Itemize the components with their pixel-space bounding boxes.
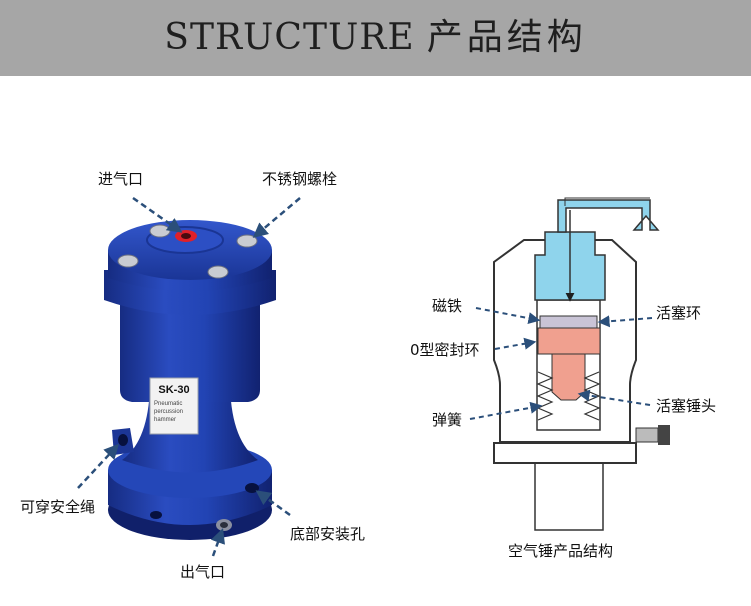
label-oring: 0型密封环 [410,341,480,359]
callout-bolts [252,197,301,238]
section-base [493,442,637,464]
bolt-head [236,234,258,248]
product-subtext-2: percussion [154,409,183,415]
outlet-hole-inner [220,522,228,528]
side-fitting [635,427,659,443]
label-piston-ring: 活塞环 [656,304,702,322]
callout-oring [494,337,537,350]
section-callouts [469,307,653,420]
mount-hole [245,483,259,493]
product-label [149,377,199,435]
bolt-head [207,265,229,279]
label-bolts: 不锈钢螺栓 [262,170,338,188]
label-rope: 可穿安全绳 [20,498,96,516]
callout-magnet [475,307,541,325]
label-spring: 弹簧 [432,411,463,429]
product-callouts [77,196,301,557]
label-outlet: 出气口 [180,563,226,581]
inlet-port-hole [181,233,191,239]
header-bar [0,0,751,76]
spring-right [583,371,601,421]
callout-outlet [210,528,225,557]
bolt-head [149,224,171,238]
side-fitting-nut [658,425,670,445]
diagram-caption: 空气锤产品结构 [508,542,614,560]
inlet-pipe [557,199,660,233]
callout-mount [255,490,291,517]
label-hammer-head: 活塞锤头 [656,397,717,415]
air-hammer-product: SK-30 Pneumatic percussion hammer [104,220,276,540]
section-stem [534,461,604,531]
bolt-heads [117,224,258,279]
product-subtext-1: Pneumatic [154,401,182,407]
label-inlet: 进气口 [98,170,144,188]
callout-hammer-head [577,389,651,406]
page-title-en: STRUCTURE [164,17,415,58]
spring-left [536,371,554,421]
product-model: SK-30 [158,384,189,396]
product-subtext-3: hammer [154,417,176,423]
body-cylinder [120,300,260,402]
callout-spring [469,401,543,420]
page-title-zh: 产品结构 [426,17,587,58]
mount-hole-2 [150,511,162,519]
page-title: STRUCTURE 产品结构 [0,0,751,76]
rope-lug-hole [118,434,128,446]
label-magnet: 磁铁 [432,297,463,315]
label-mount: 底部安装孔 [290,525,366,543]
magnet [539,315,598,329]
section-diagram [493,197,670,531]
air-flow-path [564,197,650,206]
piston [537,327,601,355]
bolt-head [117,254,139,268]
piston-hammer [551,353,586,401]
